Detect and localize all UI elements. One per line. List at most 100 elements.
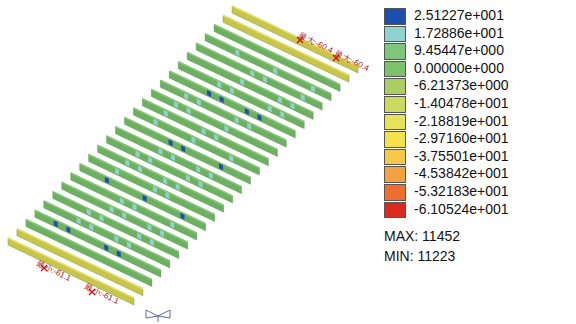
stress-patch [214, 134, 218, 141]
stress-patch [89, 223, 93, 230]
rib-edge [142, 99, 268, 159]
stress-patch [99, 215, 103, 222]
stress-patch [240, 79, 244, 86]
rib-edge [17, 229, 143, 289]
stress-patch [301, 94, 305, 101]
legend-swatch [384, 26, 406, 43]
stress-patch [115, 168, 119, 175]
stress-patch [273, 67, 277, 74]
stress-patch [160, 230, 164, 237]
legend-swatch [384, 166, 406, 183]
stress-patch [268, 105, 272, 112]
stress-patch [170, 221, 174, 228]
stress-patch [132, 203, 136, 210]
stress-patch [154, 119, 158, 126]
stress-patch [138, 165, 142, 172]
stress-patch [291, 103, 295, 110]
stress-patch [105, 177, 109, 184]
legend-swatch [384, 78, 406, 95]
axis-triad [146, 310, 170, 322]
stress-patch [143, 195, 147, 202]
stress-patch [166, 192, 170, 199]
stress-patch [187, 107, 191, 114]
deck-strips [8, 6, 358, 305]
legend-swatch [384, 43, 406, 60]
element-id-label: MIN: 11223 [384, 248, 455, 264]
legend-value: -4.53842e+001 [414, 165, 509, 183]
stress-patch [197, 99, 201, 106]
stress-patch [257, 114, 261, 121]
element-id-label: MAX: 11452 [384, 228, 460, 244]
legend-swatch [384, 8, 406, 25]
stress-patch [278, 97, 282, 104]
stress-patch [217, 81, 221, 88]
stress-patch [127, 241, 131, 248]
stress-patch [54, 220, 58, 227]
stress-patch [114, 235, 118, 242]
stress-patch [104, 244, 108, 251]
stress-patch [186, 175, 190, 182]
legend-value: -2.18819e+001 [414, 113, 509, 131]
stress-patch [229, 155, 233, 162]
stress-patch [219, 163, 223, 170]
stress-patch [110, 206, 114, 213]
stress-patch [136, 151, 140, 158]
legend-value: 0.00000e+000 [414, 60, 504, 78]
legend-value: -3.75501e+001 [414, 148, 509, 166]
stress-patch [137, 233, 141, 240]
stress-patch [230, 87, 234, 94]
stress-patch [164, 110, 168, 117]
rib-edge [71, 173, 197, 233]
stress-patch [77, 217, 81, 224]
stress-patch [220, 96, 224, 103]
stress-patch [207, 90, 211, 97]
stress-patch [163, 177, 167, 184]
legend-value: -6.21373e+000 [414, 77, 509, 95]
legend-swatch [384, 202, 406, 219]
stress-patch [263, 76, 267, 83]
stress-patch [176, 183, 180, 190]
legend-value: 9.45447e+000 [414, 42, 504, 60]
legend-swatch [384, 149, 406, 166]
rib-plate [17, 229, 143, 296]
stress-patch [180, 213, 184, 220]
legend-swatch [384, 184, 406, 201]
stress-patch [148, 157, 152, 164]
stress-patch [171, 154, 175, 161]
legend-value: 1.72886e+001 [414, 25, 504, 43]
stress-patch [280, 111, 284, 118]
stress-patch [311, 85, 315, 92]
legend-swatch [384, 131, 406, 148]
stress-patch [117, 250, 121, 257]
stress-patch [247, 123, 251, 130]
stress-patch [245, 108, 249, 115]
stress-patch [224, 125, 228, 132]
stress-patch [202, 128, 206, 135]
stress-patch [66, 226, 70, 233]
stress-patch [153, 186, 157, 193]
legend-value: -1.40478e+001 [414, 95, 509, 113]
stress-patch [235, 117, 239, 124]
stress-patch [250, 70, 254, 77]
stress-patch [196, 166, 200, 173]
stress-patch [120, 197, 124, 204]
stress-patch [158, 148, 162, 155]
rib-edge [151, 90, 277, 150]
stress-patch [235, 49, 239, 56]
legend-value: -5.32183e+001 [414, 183, 509, 201]
stress-patch [174, 101, 178, 108]
legend-swatch [384, 114, 406, 131]
stress-patch [87, 209, 91, 216]
rib-edge [8, 238, 134, 298]
stress-patch [199, 181, 203, 188]
stress-patch [125, 159, 129, 166]
legend-value: -6.10524e+001 [414, 201, 509, 219]
stress-patch [147, 224, 151, 231]
stress-patch [191, 137, 195, 144]
legend-swatch [384, 96, 406, 113]
legend-value: -2.97160e+001 [414, 130, 509, 148]
stress-patch [181, 145, 185, 152]
legend-value: 2.51227e+001 [414, 7, 504, 25]
stress-patch [169, 139, 173, 146]
